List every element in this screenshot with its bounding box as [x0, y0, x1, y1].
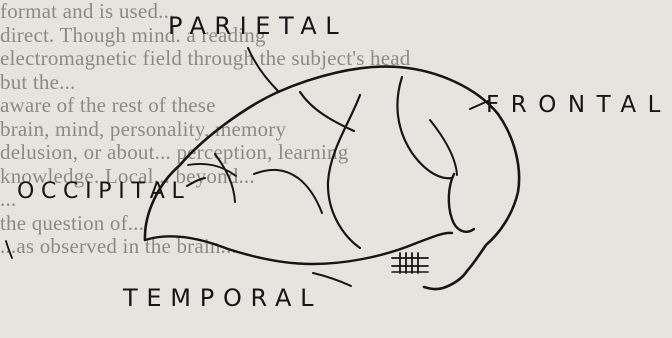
temporal-fold [254, 170, 322, 213]
posterior-fold [188, 164, 236, 176]
frontal-fold [430, 120, 457, 175]
margin-mark [6, 241, 12, 258]
sylvian-fissure [397, 77, 452, 178]
label-parietal: PARIETAL [168, 12, 340, 40]
frontal-lobe-cusp [449, 174, 474, 232]
parietal-label-pointer [248, 48, 279, 92]
central-sulcus [328, 95, 360, 248]
label-temporal: TEMPORAL [122, 284, 315, 312]
brain-outline [145, 67, 519, 290]
temporal-label-pointer [313, 273, 351, 286]
occipital-label-pointer [187, 178, 205, 186]
occipital-fold [215, 154, 235, 202]
label-occipital: OCCIPITAL [17, 179, 185, 204]
label-frontal: FRONTAL [486, 92, 662, 118]
